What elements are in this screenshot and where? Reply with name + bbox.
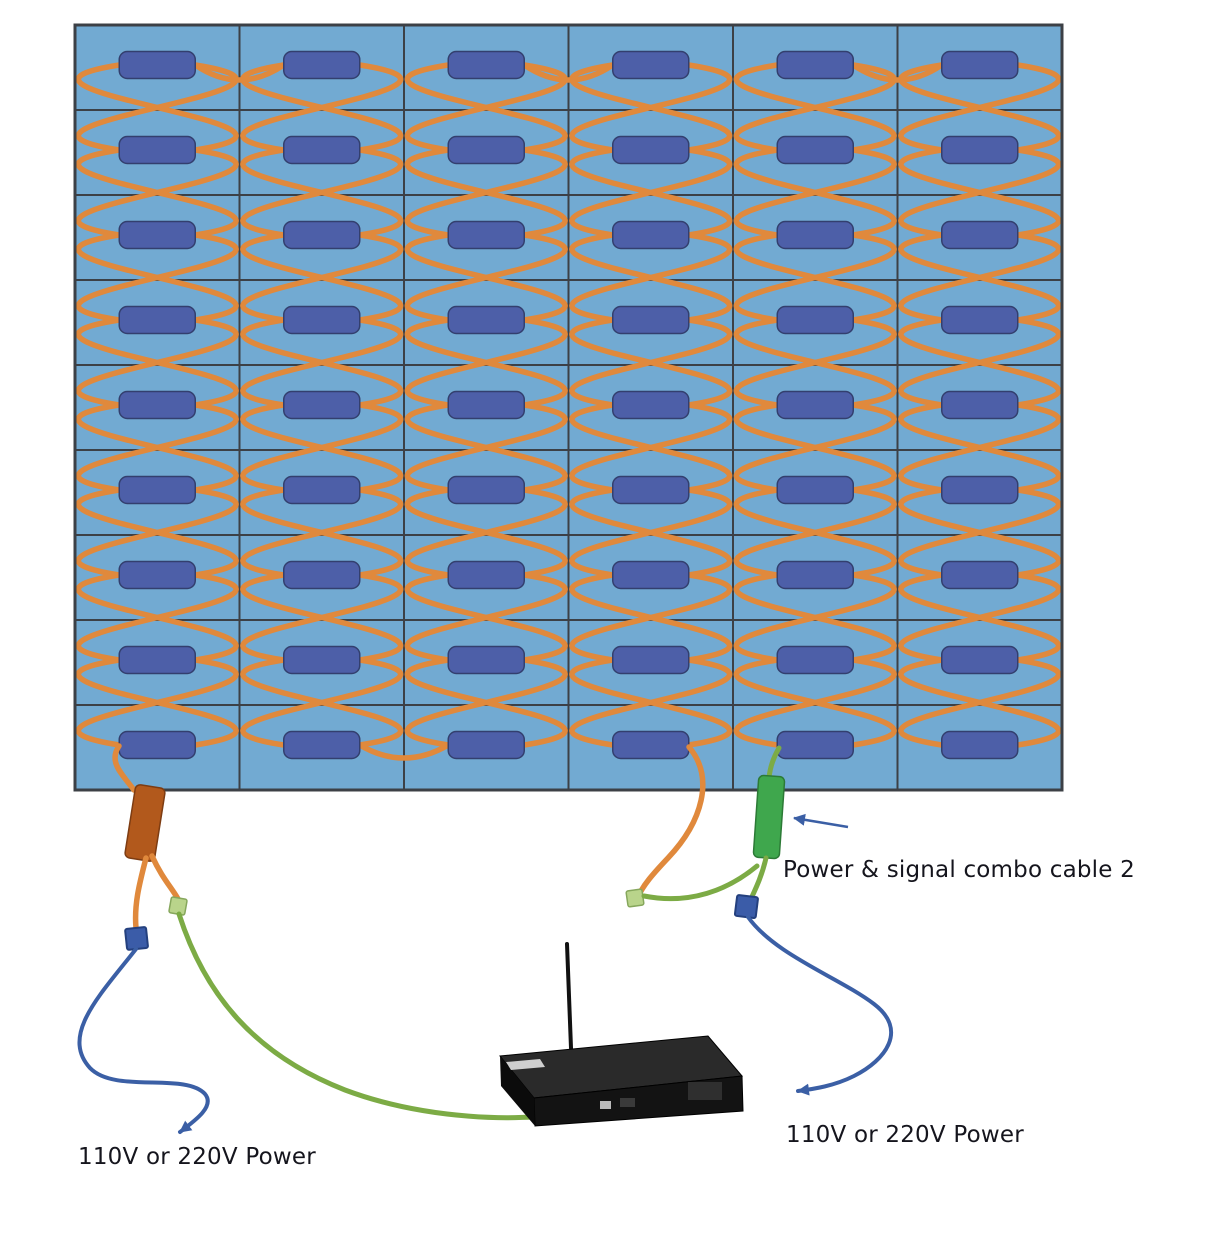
- cable-link-bottom: [357, 742, 451, 761]
- cable-serpentine-left: [898, 62, 1062, 748]
- cable-serpentine-left: [569, 62, 733, 748]
- power-plug-square-left: [124, 926, 149, 951]
- player-vent: [688, 1082, 722, 1100]
- power-module: [447, 730, 525, 760]
- signal-cable-to-player: [176, 911, 565, 1121]
- panel-outline: [73, 23, 1064, 792]
- power-module: [283, 475, 361, 505]
- power-module: [776, 645, 854, 675]
- power-module: [283, 645, 361, 675]
- power-module: [118, 645, 196, 675]
- power-module: [776, 135, 854, 165]
- cable-serpentine-left: [404, 62, 568, 748]
- power-module: [941, 730, 1019, 760]
- cable-serpentine-left: [75, 62, 239, 748]
- cable-link-top: [521, 62, 616, 83]
- player-label-chip: [506, 1059, 545, 1070]
- power-plug-square-right: [733, 894, 759, 920]
- power-module: [447, 390, 525, 420]
- power-module: [941, 560, 1019, 590]
- power-module: [283, 390, 361, 420]
- power-module: [941, 305, 1019, 335]
- power-cable-left: [77, 947, 210, 1134]
- power-module: [776, 560, 854, 590]
- power-module: [118, 475, 196, 505]
- cable-serpentine-left: [733, 62, 897, 748]
- player-port: [620, 1098, 635, 1107]
- power-module: [612, 645, 690, 675]
- power-module: [283, 305, 361, 335]
- serpentine-cables: [75, 62, 1062, 761]
- power-modules: [118, 50, 1019, 760]
- power-module: [118, 560, 196, 590]
- connector-to-blue-square-cable: [132, 855, 149, 931]
- power-module: [118, 220, 196, 250]
- external-wiring: [77, 743, 894, 1134]
- power-module: [118, 305, 196, 335]
- cable-serpentine-left: [240, 62, 404, 748]
- power-module: [447, 560, 525, 590]
- power-module: [612, 560, 690, 590]
- power-module: [118, 50, 196, 80]
- signal-plug-square-right: [625, 888, 645, 908]
- power-module: [612, 135, 690, 165]
- power-module: [941, 475, 1019, 505]
- connector-to-green-square-cable: [149, 853, 181, 902]
- power-label-right: 110V or 220V Power: [786, 1122, 1024, 1148]
- power-module: [612, 475, 690, 505]
- power-module: [776, 730, 854, 760]
- power-module: [283, 560, 361, 590]
- power-module: [447, 135, 525, 165]
- power-module: [447, 220, 525, 250]
- cable-link-top: [192, 62, 287, 83]
- power-module: [612, 305, 690, 335]
- power-module: [941, 135, 1019, 165]
- power-module: [941, 645, 1019, 675]
- panel-grid: [74, 24, 1063, 791]
- power-module: [447, 50, 525, 80]
- power-module: [447, 475, 525, 505]
- annotation-arrow: [793, 813, 849, 829]
- power-module: [612, 50, 690, 80]
- power-module: [776, 220, 854, 250]
- power-module: [776, 475, 854, 505]
- power-module: [283, 135, 361, 165]
- power-module: [447, 305, 525, 335]
- media-player: [499, 1035, 744, 1127]
- panel-output-pigtail: [638, 744, 706, 894]
- power-module: [118, 730, 196, 760]
- power-module: [776, 50, 854, 80]
- power-module: [612, 730, 690, 760]
- signal-link-cable: [641, 863, 760, 902]
- power-label-left: 110V or 220V Power: [78, 1144, 316, 1170]
- combo-cable-label: Power & signal combo cable 2: [783, 857, 1135, 883]
- power-module: [776, 305, 854, 335]
- power-module: [612, 390, 690, 420]
- power-signal-connector-left: [124, 784, 166, 862]
- player-port: [600, 1101, 611, 1109]
- power-module: [447, 645, 525, 675]
- power-module: [283, 730, 361, 760]
- power-module: [941, 50, 1019, 80]
- power-module: [941, 220, 1019, 250]
- power-module: [612, 220, 690, 250]
- power-module: [118, 390, 196, 420]
- power-module: [283, 220, 361, 250]
- panel-input-pigtail-left: [112, 743, 137, 793]
- power-cable-right: [746, 915, 894, 1096]
- power-module: [283, 50, 361, 80]
- power-module: [941, 390, 1019, 420]
- combo-cable-connector: [752, 774, 786, 860]
- antenna: [565, 942, 573, 1050]
- cable-link-top: [850, 62, 945, 83]
- power-module: [776, 390, 854, 420]
- power-module: [118, 135, 196, 165]
